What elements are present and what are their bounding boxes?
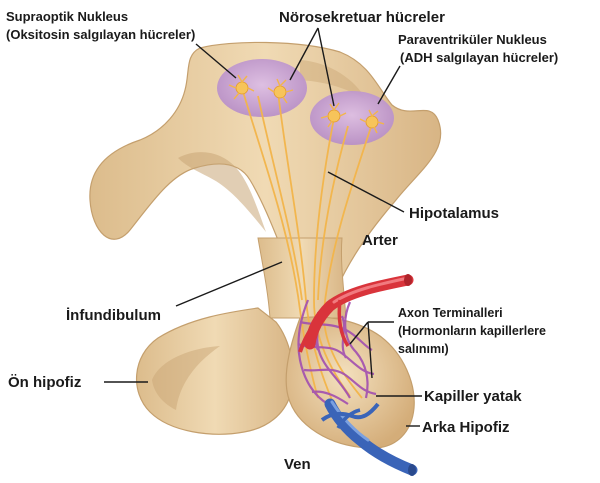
supraoptic-nucleus (217, 59, 307, 117)
label-axon-title: Axon Terminalleri (398, 306, 503, 320)
label-axon-line2: (Hormonların kapillerlere (398, 324, 546, 338)
label-paraventricular-title: Paraventriküler Nukleus (398, 32, 547, 47)
label-supraoptic-title: Supraoptik Nukleus (6, 9, 128, 24)
label-supraoptic-subtitle: (Oksitosin salgılayan hücreler) (6, 27, 195, 42)
label-paraventricular-subtitle: (ADH salgılayan hücreler) (400, 50, 558, 65)
label-posterior-pituitary: Arka Hipofiz (422, 419, 510, 436)
label-neurosecretory: Nörosekretuar hücreler (279, 9, 445, 26)
label-anterior-pituitary: Ön hipofiz (8, 374, 81, 391)
label-vein: Ven (284, 456, 311, 473)
label-capillary-bed: Kapiller yatak (424, 388, 522, 405)
label-axon-line3: salınımı) (398, 342, 449, 356)
label-infundibulum: İnfundibulum (66, 307, 161, 324)
label-artery: Arter (362, 232, 398, 249)
label-hypothalamus: Hipotalamus (409, 205, 499, 222)
